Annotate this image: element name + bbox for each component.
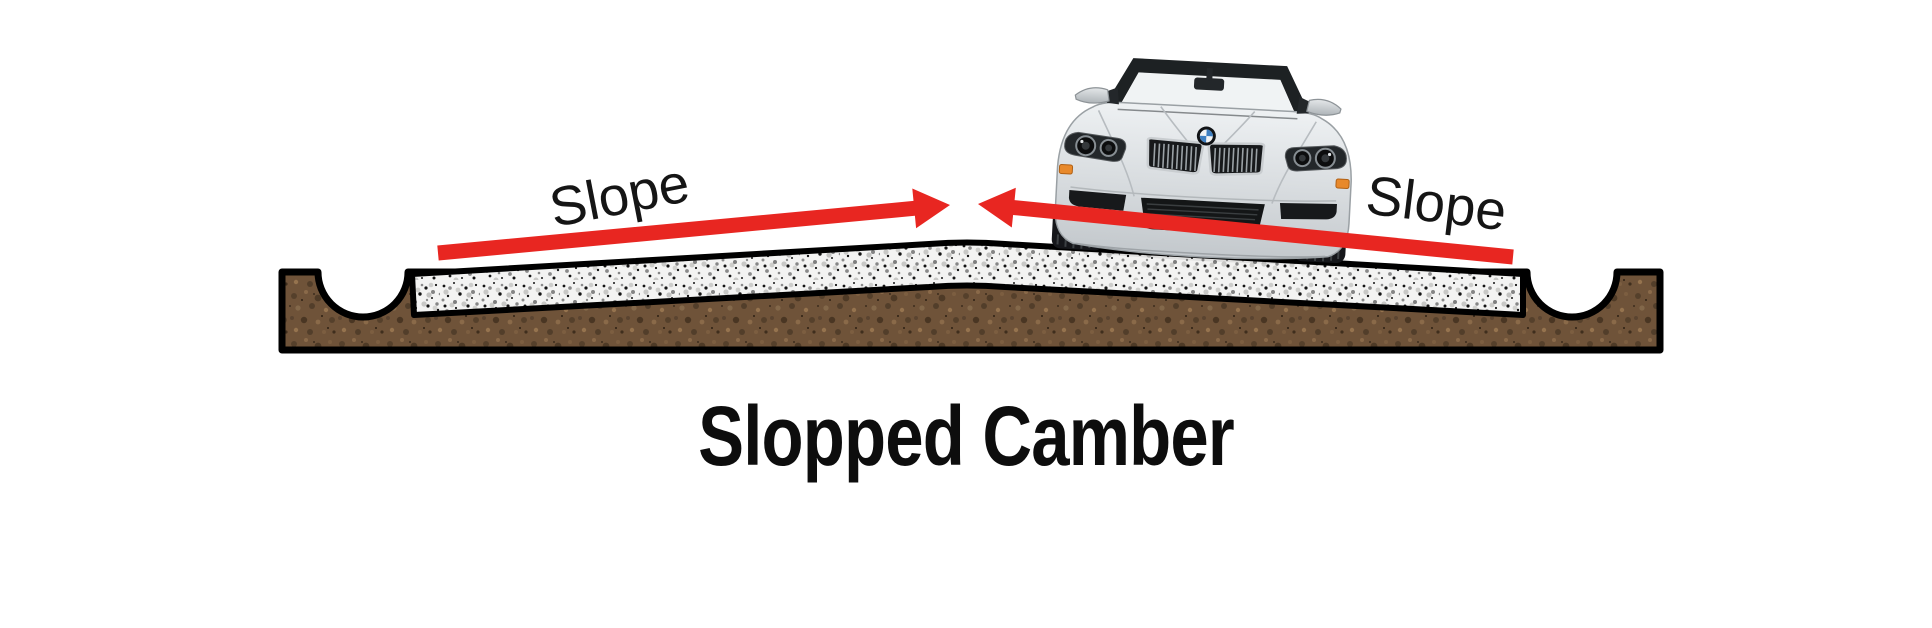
car-rearview-mirror [1193,77,1225,91]
car-side-marker-right [1335,178,1350,189]
slope-arrow-left [437,188,950,261]
car-bumper-crease [1070,186,1337,202]
car-cowl-line [1117,108,1298,120]
car-kidney-grille-right [1207,142,1266,176]
slope-arrow-right [978,187,1514,265]
car-windshield-frame [1102,58,1313,120]
car-side-marker-left [1058,163,1074,175]
car-headlight-left [1064,131,1127,162]
car-side-mirror-left [1074,87,1119,105]
car-kidney-grille-left [1146,136,1205,175]
car-bumper-lip [1075,242,1326,258]
car-side-intake-left [1068,189,1127,211]
car-side-mirror-right [1296,96,1342,116]
diagram-title: Slopped Camber [698,389,1235,483]
car-bmw-roundel-icon [1196,126,1216,146]
car-rearview-mirror-stem [1206,67,1213,81]
car-headlight-right [1284,145,1347,172]
car-side-intake-right [1279,202,1337,220]
gravel-pavement-layer [409,239,1526,318]
